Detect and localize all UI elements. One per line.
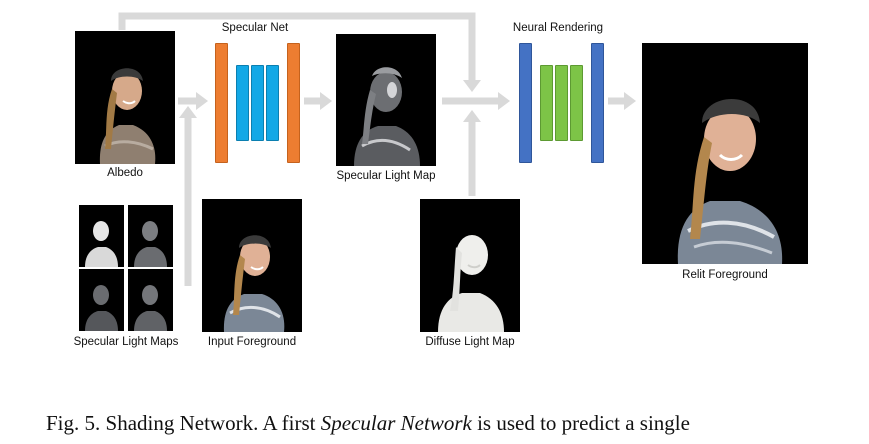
specular-net-encoder-block xyxy=(215,43,228,163)
specular-light-map-thumb-3 xyxy=(79,269,124,331)
albedo-skip-connection xyxy=(118,12,476,84)
diffuse-light-map-image xyxy=(420,199,520,332)
specular-net-output-arrowhead xyxy=(320,92,332,110)
caption-suffix: is used to predict a single xyxy=(471,411,690,435)
specular-net-inner-block-1 xyxy=(236,65,249,141)
neural-rendering-encoder-block xyxy=(519,43,532,163)
albedo-image xyxy=(75,31,175,164)
figure-caption: Fig. 5. Shading Network. A first Specula… xyxy=(46,411,690,436)
caption-prefix: Fig. 5. Shading Network. A first xyxy=(46,411,321,435)
specular-light-map-label: Specular Light Map xyxy=(336,170,436,182)
caption-emphasis: Specular Network xyxy=(320,411,472,435)
specular-light-map-image xyxy=(336,34,436,166)
neural-rendering-inner-block-2 xyxy=(555,65,568,141)
specular-net-inner-block-3 xyxy=(266,65,279,141)
relit-foreground-label: Relit Foreground xyxy=(682,269,768,281)
neural-rendering-label: Neural Rendering xyxy=(512,22,604,34)
specular-map-to-render-arrowhead xyxy=(498,92,510,110)
relit-foreground-image xyxy=(642,43,808,264)
neural-rendering-inner-block-3 xyxy=(570,65,583,141)
specular-light-map-thumb-2 xyxy=(128,205,173,267)
specular-net-decoder-block xyxy=(287,43,300,163)
specular-light-maps-grid xyxy=(79,205,173,331)
input-foreground-image xyxy=(202,199,302,332)
specular-net-inner-block-2 xyxy=(251,65,264,141)
specular-light-maps-label: Specular Light Maps xyxy=(73,336,179,348)
albedo-to-specular-net-arrowhead xyxy=(196,92,208,110)
neural-rendering-decoder-block xyxy=(591,43,604,163)
specular-net-label: Specular Net xyxy=(221,22,289,34)
inputs-upward-arrowhead xyxy=(179,106,197,118)
render-output-arrowhead xyxy=(624,92,636,110)
albedo-skip-arrowhead xyxy=(463,80,481,92)
diffuse-light-map-label: Diffuse Light Map xyxy=(425,336,515,348)
input-foreground-label: Input Foreground xyxy=(207,336,297,348)
diffuse-upward-arrowhead xyxy=(463,110,481,122)
specular-light-map-thumb-4 xyxy=(128,269,173,331)
neural-rendering-inner-block-1 xyxy=(540,65,553,141)
albedo-label: Albedo xyxy=(107,167,143,179)
specular-light-map-thumb-1 xyxy=(79,205,124,267)
